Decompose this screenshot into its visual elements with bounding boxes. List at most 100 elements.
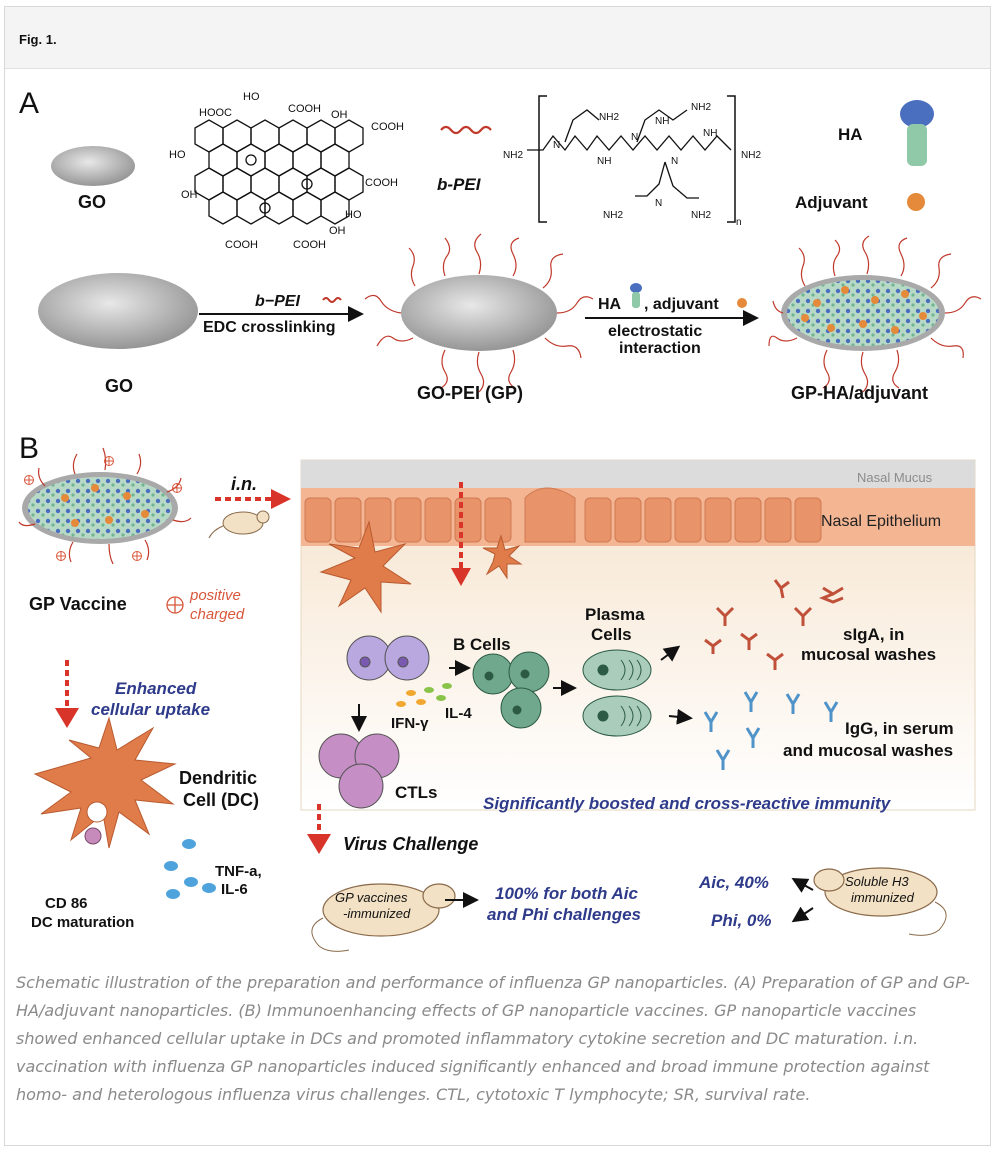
go-label-top: GO	[78, 192, 106, 212]
ha-label: HA	[838, 125, 863, 144]
positive-label-2: charged	[190, 606, 245, 623]
nasal-epithelium-label: Nasal Epithelium	[821, 513, 941, 530]
dc-vesicle	[86, 801, 108, 823]
svg-text:NH2: NH2	[691, 102, 711, 113]
step1-label-top: b−PEI	[255, 293, 300, 310]
gp-mouse-label-2: -immunized	[343, 906, 411, 921]
tissue-dendritic-cell	[319, 520, 412, 614]
cytokine-particles	[396, 683, 452, 707]
step2-label-ha: HA	[598, 296, 622, 313]
svg-text:NH2: NH2	[741, 150, 761, 161]
step2-label-adjuvant: , adjuvant	[644, 296, 719, 313]
siga-label-1: sIgA, in	[843, 625, 904, 644]
svg-text:N: N	[553, 140, 560, 151]
dc-label-2: Cell (DC)	[183, 790, 259, 810]
igg-arrow	[668, 708, 693, 725]
route-label: i.n.	[231, 474, 257, 494]
go-functional-groups: HO COOH HOOC OH COOH HO COOH OH HO COOH …	[169, 91, 404, 251]
phi-result-label: Phi, 0%	[711, 911, 771, 930]
protection-label-2: and Phi challenges	[487, 905, 641, 924]
adjuvant-label: Adjuvant	[795, 193, 868, 212]
ctls-label: CTLs	[395, 783, 438, 802]
t-cells	[346, 635, 430, 681]
soluble-h3-mouse	[813, 867, 947, 936]
cytokine-dots	[164, 839, 216, 899]
svg-text:NH: NH	[655, 116, 669, 127]
svg-text:HO: HO	[345, 209, 362, 221]
svg-text:HOOC: HOOC	[199, 107, 232, 119]
svg-text:N: N	[631, 132, 638, 143]
cd86-label: CD 86	[45, 895, 88, 912]
go-sheet-large	[38, 273, 198, 349]
gp-vaccine-label: GP Vaccine	[29, 594, 127, 614]
dc-label-1: Dendritic	[179, 768, 257, 788]
svg-text:N: N	[655, 198, 662, 209]
mouse-icon-small	[208, 510, 270, 539]
svg-text:COOH: COOH	[293, 239, 326, 251]
svg-text:NH: NH	[703, 128, 717, 139]
uptake-label-1: Enhanced	[115, 679, 197, 698]
go-sheet-small	[51, 146, 135, 186]
figure-image: A GO	[5, 68, 990, 963]
svg-text:HO: HO	[243, 91, 260, 103]
plasma-cells	[582, 649, 652, 737]
figure-label: Fig. 1.	[19, 32, 57, 47]
soluble-mouse-label-1: Soluble H3	[845, 874, 909, 889]
dc-maturation-label: DC maturation	[31, 914, 134, 931]
svg-text:N: N	[671, 156, 678, 167]
step2-ha-icon	[630, 283, 642, 308]
virus-arrow-head	[307, 834, 331, 854]
schematic-diagram: A GO	[18, 87, 982, 952]
protection-label-1: 100% for both Aic	[495, 884, 638, 903]
plasma-label-1: Plasma	[585, 605, 645, 624]
virus-challenge-label: Virus Challenge	[343, 834, 478, 854]
step1-label-bottom: EDC crosslinking	[203, 319, 335, 336]
positive-label-1: positive	[189, 587, 241, 604]
svg-text:COOH: COOH	[225, 239, 258, 251]
figure-caption: Schematic illustration of the preparatio…	[16, 973, 970, 1104]
positive-charge-icon	[166, 596, 184, 614]
route-arrow-head	[271, 489, 291, 509]
bpei-chemical-structure: NH2 NH2 NH2 NH NH NH N N N N NH2 NH2 NH2…	[503, 95, 761, 228]
nasal-mucus-label: Nasal Mucus	[857, 470, 933, 485]
aic-arrow	[791, 878, 814, 893]
svg-text:NH2: NH2	[691, 210, 711, 221]
siga-antibodies	[704, 579, 844, 670]
step2-adjuvant-icon	[737, 298, 747, 308]
b-cells	[472, 651, 550, 729]
go-pei-particle	[364, 233, 594, 393]
igg-label-1: IgG, in serum	[845, 719, 954, 738]
aic-result-label: Aic, 40%	[698, 873, 769, 892]
gp-ha-adjuvant-particle	[768, 235, 982, 393]
svg-text:n: n	[736, 217, 742, 228]
svg-text:COOH: COOH	[288, 103, 321, 115]
boosted-immunity-label: Significantly boosted and cross-reactive…	[483, 794, 892, 813]
gp-ha-adjuvant-label: GP-HA/adjuvant	[791, 383, 928, 403]
step1-bpei-icon	[322, 297, 342, 303]
small-dendritic-cell	[482, 534, 523, 580]
ctl-cells	[318, 733, 400, 809]
dendritic-cell-large	[33, 716, 177, 849]
il4-label: IL-4	[445, 705, 472, 722]
svg-text:NH: NH	[597, 156, 611, 167]
b-cells-label: B Cells	[453, 635, 511, 654]
bpei-label: b-PEI	[437, 175, 482, 194]
phi-arrow	[791, 906, 814, 923]
step2-label-mid: electrostatic	[608, 323, 702, 340]
svg-text:OH: OH	[181, 189, 198, 201]
igg-antibodies	[703, 691, 839, 770]
soluble-mouse-label-2: immunized	[851, 890, 915, 905]
svg-text:COOH: COOH	[371, 121, 404, 133]
svg-text:NH2: NH2	[603, 210, 623, 221]
gp-label: GO-PEI (GP)	[417, 383, 523, 403]
svg-text:NH2: NH2	[503, 150, 523, 161]
uptake-label-2: cellular uptake	[91, 700, 210, 719]
cytokine-label-1: TNF-a,	[215, 863, 262, 880]
gp-vaccine-particle	[18, 447, 192, 565]
ifn-label: IFN-γ	[391, 715, 429, 732]
bpei-squiggle-icon	[440, 125, 492, 135]
figure-frame: Fig. 1.	[4, 6, 991, 1146]
panel-b-letter: B	[19, 432, 39, 465]
nasal-epithelium-cells	[301, 487, 975, 546]
go-label-bottom: GO	[105, 376, 133, 396]
